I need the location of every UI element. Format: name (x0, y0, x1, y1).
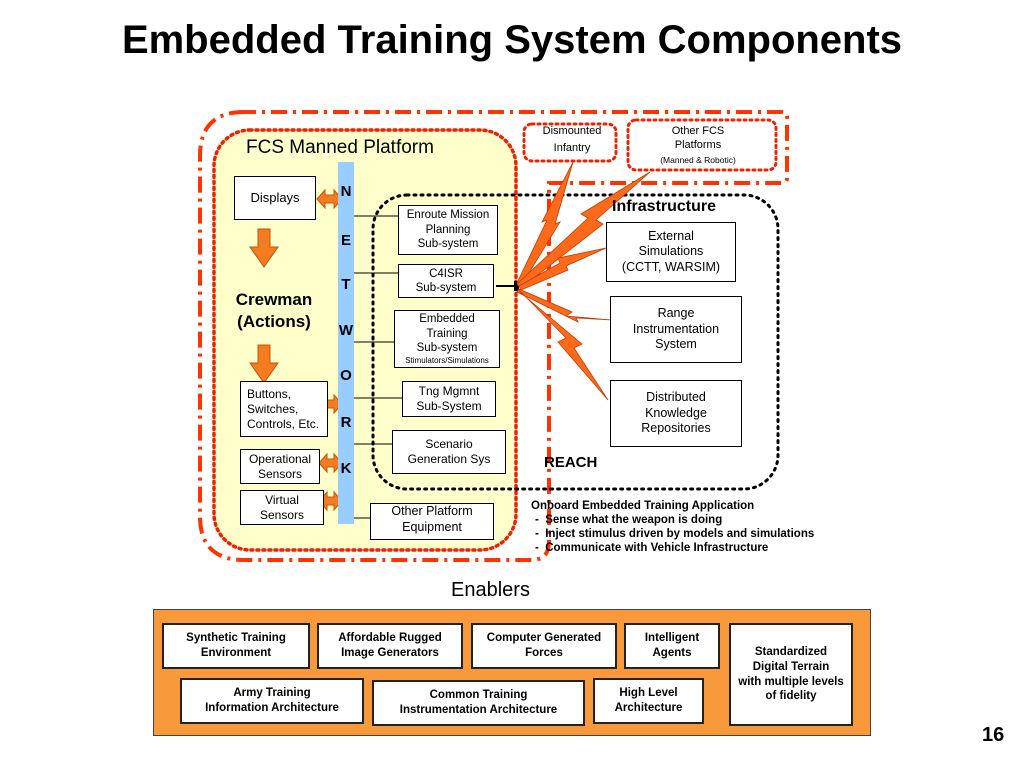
page-title: Embedded Training System Components (121, 18, 903, 62)
synthetic-training-box: Synthetic Training Environment (162, 623, 310, 669)
network-letter-1: E (340, 232, 351, 249)
outer-system-boundary (198, 110, 789, 562)
enablers-heading: Enablers (451, 579, 530, 601)
onboard-item-2: - Inject stimulus driven by models and s… (535, 528, 815, 540)
lightning-distributed (518, 289, 609, 401)
cgf-box: Computer Generated Forces (471, 623, 617, 669)
reach-label: REACH (544, 454, 598, 471)
network-letter-0: N (340, 183, 352, 200)
army-training-box: Army Training Information Architecture (180, 678, 364, 724)
other-fcs-boundary (626, 118, 778, 172)
distributed-knowledge-box: Distributed Knowledge Repositories (610, 380, 742, 447)
intelligent-agents-box: Intelligent Agents (624, 623, 720, 669)
lightning-external (518, 247, 607, 291)
hla-box: High Level Architecture (593, 678, 704, 724)
onboard-item-3: - Communicate with Vehicle Infrastructur… (535, 542, 769, 554)
platform-title: FCS Manned Platform (246, 137, 434, 158)
network-letter-5: R (340, 414, 352, 431)
virtual-sensors-box: Virtual Sensors (240, 490, 324, 525)
embedded-training-box: Embedded Training Sub-system Stimulators… (394, 310, 500, 368)
other-fcs-platforms-label: Other FCS Platforms (671, 125, 725, 151)
controls-box: Buttons, Switches, Controls, Etc. (240, 381, 328, 437)
c4isr-box: C4ISR Sub-system (398, 264, 494, 298)
dismounted-infantry-label: Dismounted Infantry (542, 125, 602, 155)
lightning-range (516, 288, 613, 323)
crewman-actions-label: Crewman (Actions) (235, 290, 313, 332)
other-platform-equipment-box: Other Platform Equipment (370, 503, 494, 540)
affordable-generators-box: Affordable Rugged Image Generators (317, 623, 463, 669)
tng-mgmnt-box: Tng Mgmnt Sub-System (402, 381, 496, 417)
enroute-mission-planning-box: Enroute Mission Planning Sub-system (398, 205, 498, 255)
scenario-generation-box: Scenario Generation Sys (392, 430, 506, 474)
network-letter-3: W (338, 322, 354, 339)
other-fcs-platforms-sub: (Manned & Robotic) (660, 155, 736, 165)
onboard-title: Onboard Embedded Training Application (531, 500, 755, 512)
infrastructure-label: Infrastructure (612, 198, 717, 215)
range-instrumentation-box: Range Instrumentation System (610, 296, 742, 363)
down-arrow-bottom (249, 344, 279, 384)
external-simulations-box: External Simulations (CCTT, WARSIM) (606, 222, 736, 282)
onboard-item-1: - Sense what the weapon is doing (535, 514, 723, 526)
network-letter-2: T (341, 276, 351, 293)
infrastructure-boundary (371, 193, 780, 491)
page-number: 16 (982, 724, 1005, 746)
reach-hub (514, 281, 519, 291)
embedded-training-label: Embedded Training Sub-system (416, 313, 478, 355)
network-letter-6: K (340, 460, 352, 477)
digital-terrain-box: Standardized Digital Terrain with multip… (729, 623, 853, 726)
common-training-box: Common Training Instrumentation Architec… (372, 680, 585, 726)
network-bus (338, 162, 354, 524)
network-letter-4: O (340, 367, 352, 384)
down-arrow-top (249, 228, 279, 268)
embedded-training-sub: Stimulators/Simulations (405, 355, 489, 365)
dismounted-boundary (522, 122, 618, 163)
operational-sensors-box: Operational Sensors (240, 449, 320, 484)
displays-box: Displays (234, 176, 316, 220)
